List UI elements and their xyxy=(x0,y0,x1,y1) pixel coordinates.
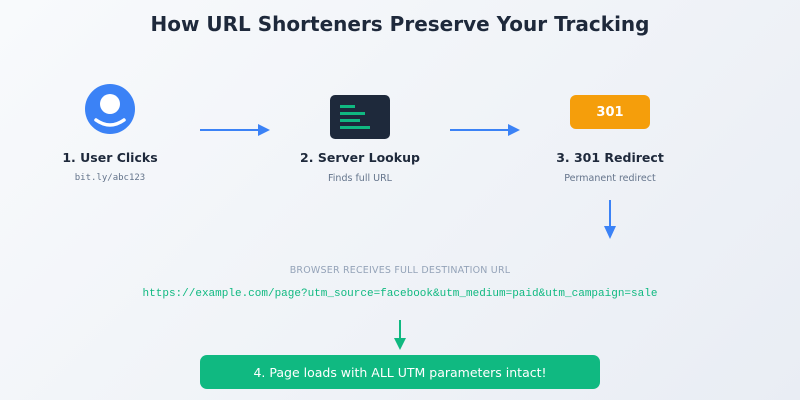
diagram-title: How URL Shorteners Preserve Your Trackin… xyxy=(150,12,650,36)
arrow-right-icon xyxy=(450,124,520,136)
step-label: 2. Server Lookup xyxy=(300,150,420,165)
step-description: Finds full URL xyxy=(328,173,392,184)
arrow-down-icon xyxy=(394,320,406,350)
user-icon xyxy=(85,84,135,134)
arrow-down-icon xyxy=(604,200,616,239)
redirect-badge: 301 xyxy=(570,95,650,129)
step-description: Permanent redirect xyxy=(564,173,656,184)
arrow-right-icon xyxy=(200,124,270,136)
result-banner: 4. Page loads with ALL UTM parameters in… xyxy=(200,355,600,389)
short-url: bit.ly/abc123 xyxy=(74,173,146,183)
server-icon xyxy=(330,95,390,139)
browser-caption: BROWSER RECEIVES FULL DESTINATION URL xyxy=(289,265,511,276)
step-301-redirect: 3. 301 Redirect Permanent redirect xyxy=(510,146,710,184)
step-user-clicks: 1. User Clicks bit.ly/abc123 xyxy=(10,146,210,183)
step-server-lookup: 2. Server Lookup Finds full URL xyxy=(260,146,460,184)
destination-url: https://example.com/page?utm_source=face… xyxy=(142,288,658,300)
step-label: 1. User Clicks xyxy=(62,150,158,165)
step-label: 3. 301 Redirect xyxy=(556,150,664,165)
